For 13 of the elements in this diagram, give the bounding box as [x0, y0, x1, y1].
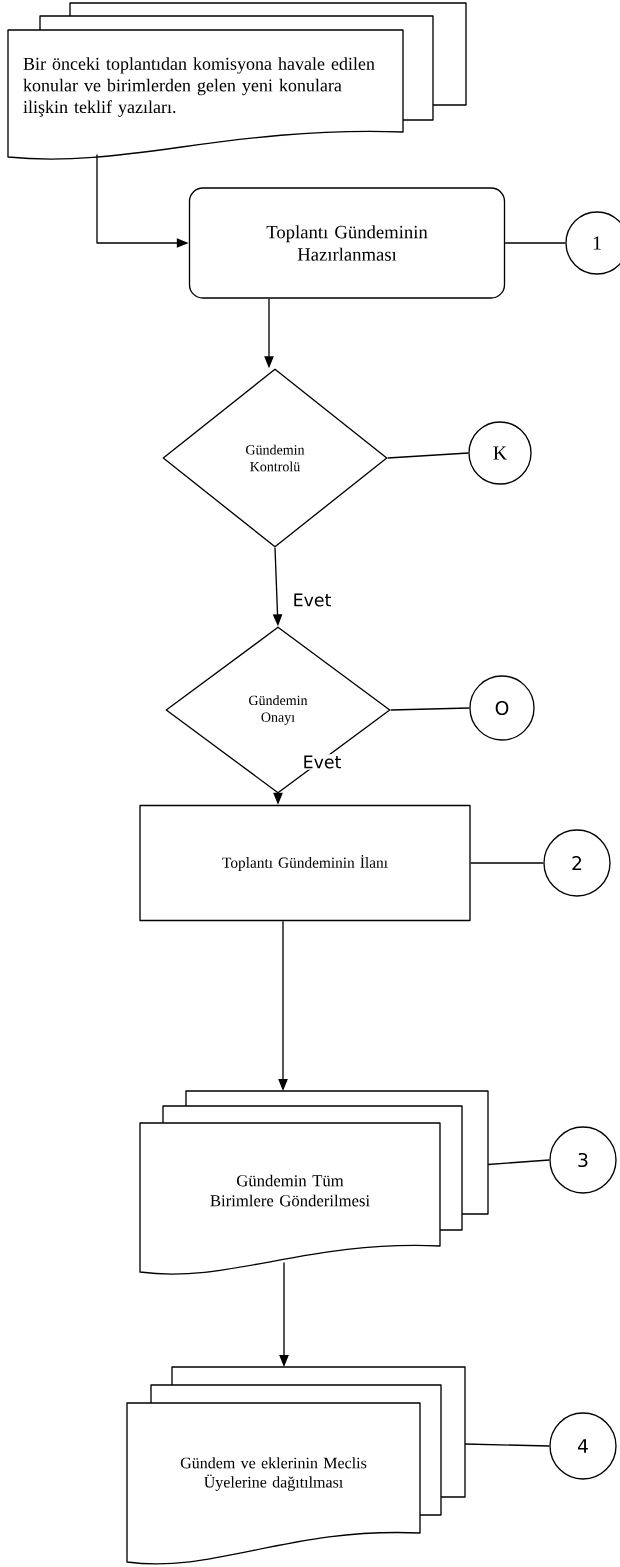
edge-label: Evet [291, 592, 333, 608]
connector-line [504, 242, 566, 244]
process-box: Toplantı Gündeminin İlanı [139, 804, 471, 922]
document-stack: Gündemin Tüm Birimlere Gönderilmesi [139, 1090, 489, 1275]
document-stack: Gündem ve eklerinin Meclis Üyelerine dağıtılması [126, 1366, 466, 1565]
connector-line [464, 1443, 550, 1447]
connector-line [390, 707, 470, 711]
process-box: Toplantı Gündeminin Hazırlanması [188, 187, 506, 299]
connector-line [470, 862, 544, 864]
connector-line [387, 452, 469, 459]
edge-label: Evet [301, 754, 343, 770]
connector-line [487, 1159, 550, 1166]
document-stack: Bir önceki toplantıdan komisyona havale edilen konular ve birimlerden gelen yeni konulara ilişkin teklif yazıları. [7, 2, 467, 160]
